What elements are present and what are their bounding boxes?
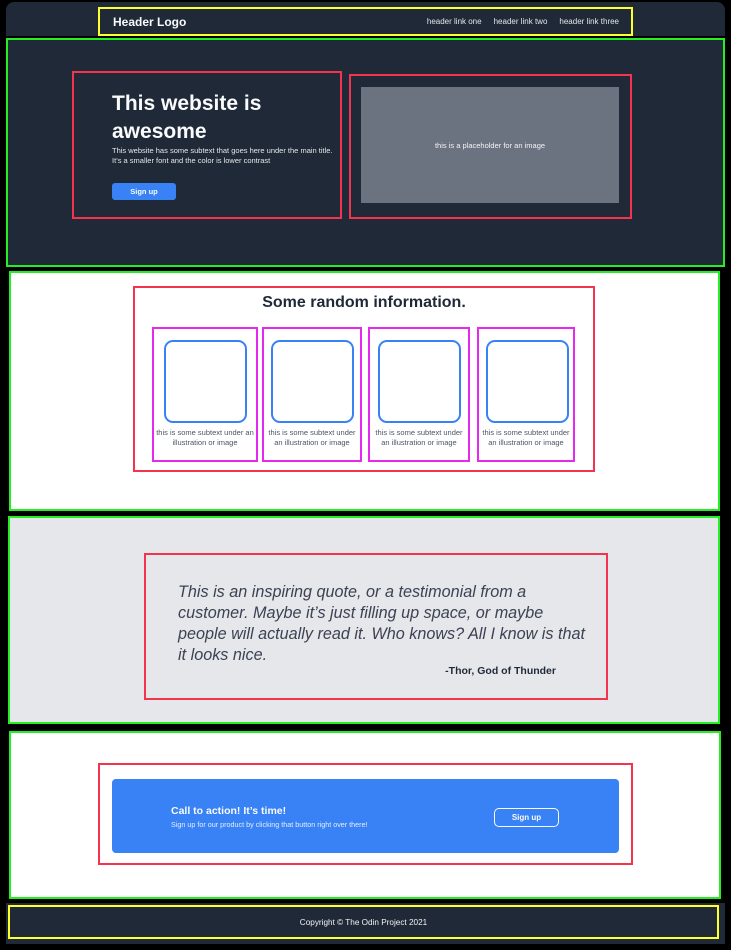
quote-section (8, 516, 720, 724)
header-link-three[interactable]: header link three (559, 17, 619, 26)
quote-text: This is an inspiring quote, or a testimo… (178, 583, 585, 664)
hero-text-container (72, 71, 342, 219)
hero-image-placeholder: this is a placeholder for an image (361, 87, 619, 203)
header-link-two[interactable]: header link two (493, 17, 548, 26)
hero-title: This website is awesome (112, 92, 262, 143)
card-image-placeholder (378, 340, 461, 423)
footer: Copyright © The Odin Project 2021 (8, 905, 719, 939)
card-image-placeholder (164, 340, 247, 423)
cta-subtitle: Sign up for our product by clicking that… (171, 820, 368, 829)
info-card: this is some subtext under an illustrati… (262, 327, 362, 462)
info-container (133, 286, 595, 472)
info-card: this is some subtext under an illustrati… (368, 327, 470, 462)
hero-signup-button[interactable]: Sign up (112, 183, 176, 200)
card-subtext: this is some subtext under an illustrati… (375, 428, 463, 447)
cta-container (98, 763, 633, 865)
header-nav: header link one header link two header l… (427, 17, 619, 26)
card-subtext: this is some subtext under an illustrati… (156, 428, 254, 447)
info-card: this is some subtext under an illustrati… (477, 327, 575, 462)
quote-container (144, 553, 608, 700)
cta-title: Call to action! It’s time! (171, 805, 287, 817)
card-image-placeholder (486, 340, 569, 423)
cta-signup-button[interactable]: Sign up (494, 808, 559, 827)
header: Header Logo header link one header link … (98, 7, 633, 36)
card-subtext: this is some subtext under an illustrati… (268, 428, 356, 447)
hero-image-container (349, 74, 632, 219)
card-image-placeholder (271, 340, 354, 423)
footer-copyright: Copyright © The Odin Project 2021 (299, 917, 428, 927)
header-link-one[interactable]: header link one (426, 17, 482, 26)
info-card: this is some subtext under an illustrati… (152, 327, 258, 462)
card-subtext: this is some subtext under an illustrati… (482, 428, 570, 447)
info-title: Some random information. (262, 294, 466, 311)
hero-subtitle: This website has some subtext that goes … (112, 146, 333, 165)
header-logo[interactable]: Header Logo (113, 14, 187, 29)
quote-author: -Thor, God of Thunder (445, 665, 556, 677)
